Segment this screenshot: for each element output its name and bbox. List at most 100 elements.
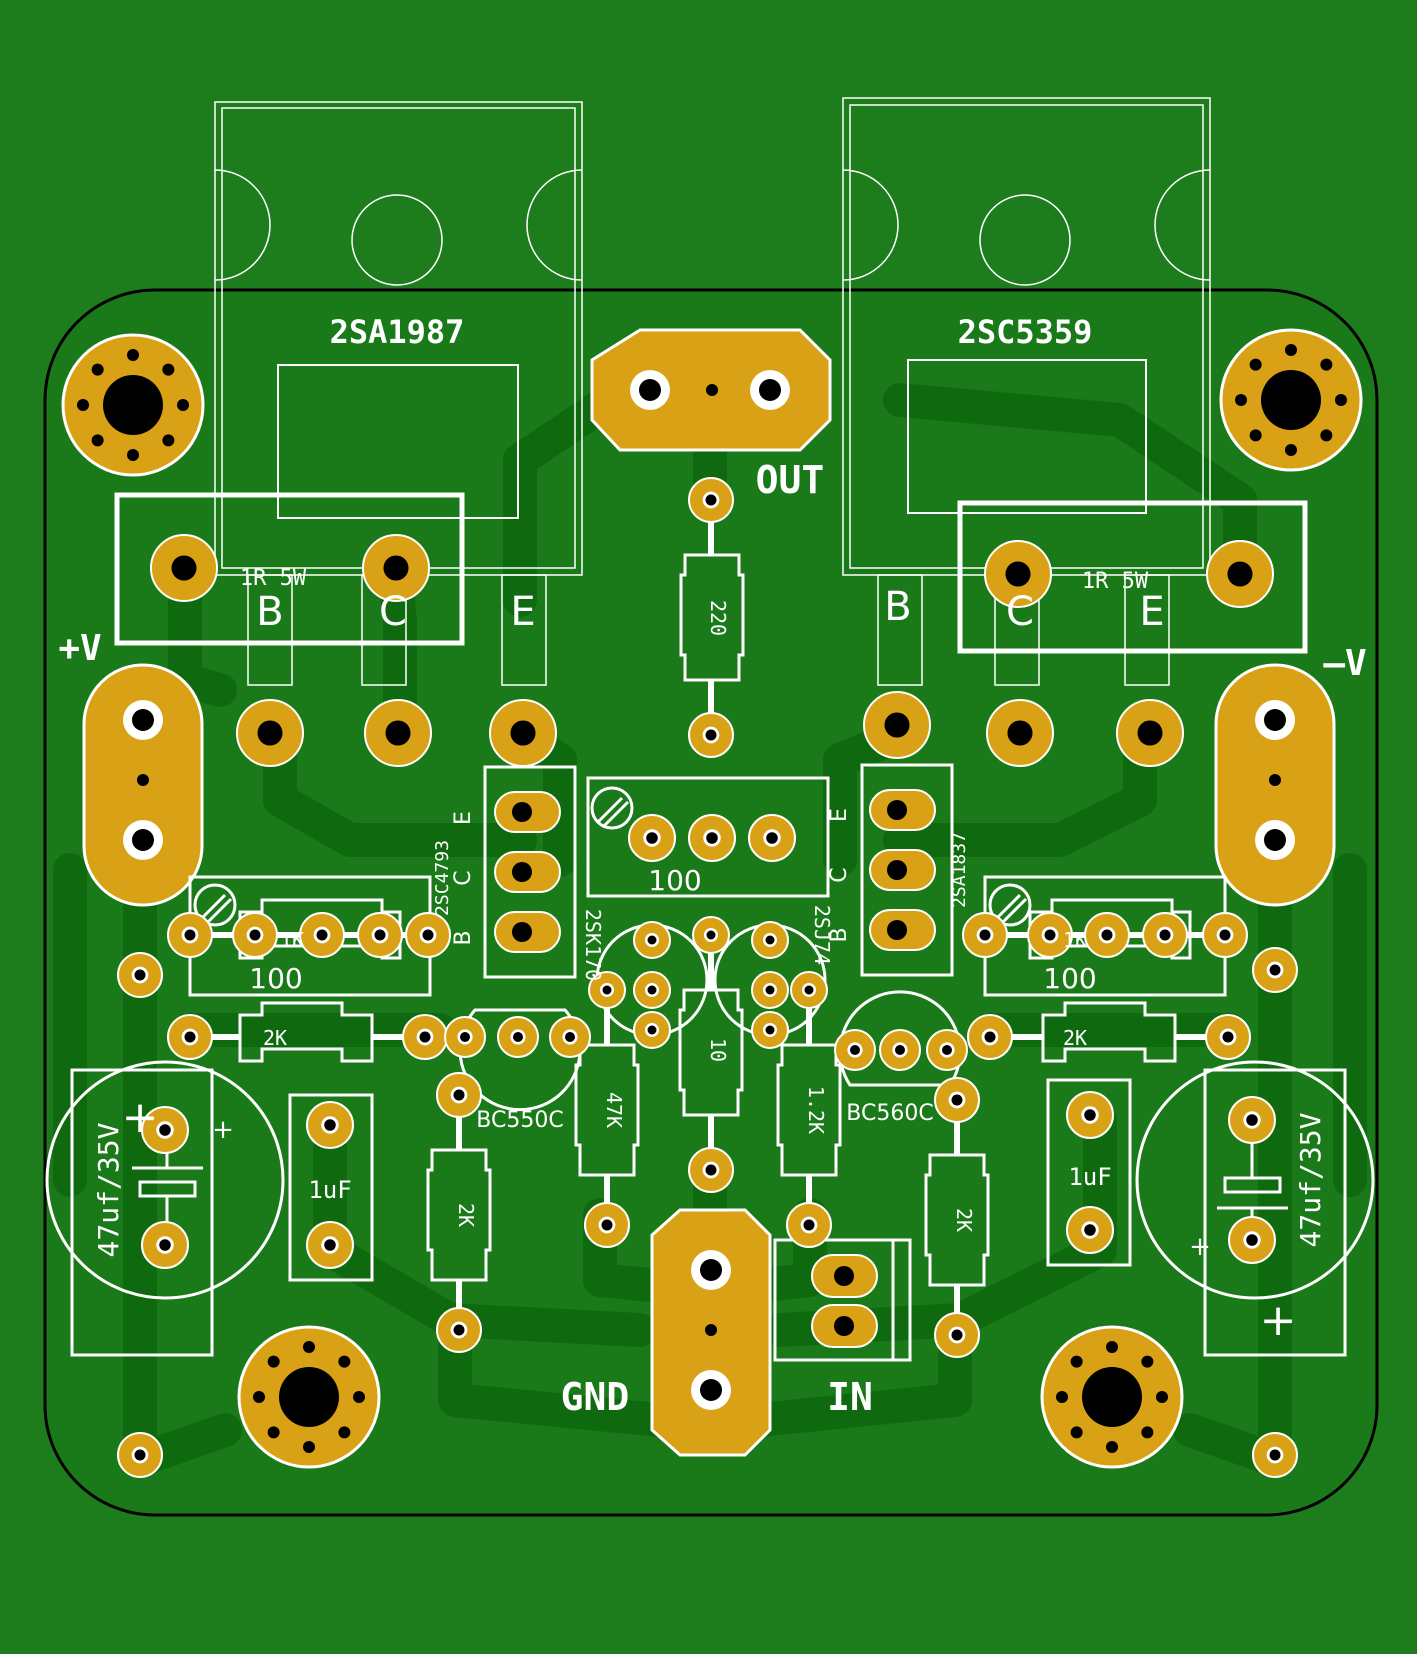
pad-drill [705, 729, 717, 741]
label-out: OUT [756, 458, 825, 502]
mounting-via [1106, 1341, 1118, 1353]
pad-drill [1246, 1234, 1258, 1246]
label-2sa1837: 2SA1837 [949, 832, 970, 908]
label-trimpot-left: 100 [249, 962, 302, 995]
pin-c-right: C [1006, 589, 1034, 635]
mounting-via [1141, 1426, 1154, 1439]
pad-drill [765, 1025, 775, 1035]
label-trimpot-center: 100 [648, 864, 701, 897]
pad-drill [316, 929, 328, 941]
mounting-holes [61, 328, 1363, 1469]
mounting-via [91, 363, 104, 376]
film-cap-right-outline [1046, 1078, 1132, 1267]
in-connector [773, 1238, 912, 1362]
pad-drill [134, 1449, 146, 1461]
label-trimpot-right: 100 [1043, 962, 1096, 995]
elcap-right-plus-small: + [1189, 1232, 1211, 1262]
pad-drill [942, 1045, 952, 1055]
mounting-via [177, 399, 189, 411]
pad-drill [850, 1045, 860, 1055]
label-bc560c: BC560C [846, 1101, 933, 1126]
pad-drill [565, 1032, 575, 1042]
mounting-via [162, 434, 175, 447]
pad-drill [184, 929, 196, 941]
pads [117, 477, 1298, 1478]
pad-drill [1246, 1114, 1258, 1126]
trimpot-center [586, 776, 830, 898]
label-r10: 10 [706, 1038, 730, 1062]
pad-hole [171, 555, 197, 581]
pad-drill [419, 1031, 431, 1043]
label-r1k-right: 1K [1063, 928, 1087, 952]
pad-drill [803, 1219, 815, 1231]
mounting-via [162, 363, 175, 376]
pin-e-left: E [510, 589, 535, 635]
pad-drill [460, 1032, 470, 1042]
label-vpos: +V [58, 628, 101, 669]
driver-left-pin-c: C [451, 870, 476, 885]
pad-drill [1269, 964, 1281, 976]
driver-right-pin-e: E [827, 808, 852, 822]
mounting-via [1141, 1355, 1154, 1368]
mounting-via [338, 1426, 351, 1439]
mounting-via [1285, 444, 1297, 456]
pad-hole [1137, 720, 1163, 746]
label-r2k-vertical-left: 2K [454, 1203, 478, 1227]
mounting-via [1070, 1355, 1083, 1368]
pad-drill [706, 930, 716, 940]
mounting-via [353, 1391, 365, 1403]
pad-drill [1084, 1224, 1096, 1236]
label-r2k-right: 2K [1063, 1026, 1087, 1050]
pad-drill [184, 1031, 196, 1043]
pad-drill [374, 929, 386, 941]
elcap-left-plus-small: + [212, 1115, 234, 1145]
mounting-via [127, 349, 139, 361]
pad-drill [453, 1324, 465, 1336]
label-filmcap-right: 1uF [1068, 1163, 1111, 1191]
pad-drill [1219, 929, 1231, 941]
label-2sk170: 2SK170 [581, 909, 605, 981]
label-emitter-resistor-left: 1R 5W [240, 566, 307, 591]
mounting-via [1235, 394, 1247, 406]
pad-drill [1101, 929, 1113, 941]
label-r1-2k: 1.2K [804, 1086, 828, 1134]
pad-drill [1159, 929, 1171, 941]
mounting-via [91, 434, 104, 447]
driver-right-pads [869, 789, 936, 951]
label-2sc5359: 2SC5359 [958, 313, 1093, 351]
mounting-via [1106, 1441, 1118, 1453]
pad-drill [159, 1239, 171, 1251]
mounting-via [303, 1441, 315, 1453]
label-filmcap-left: 1uF [308, 1176, 351, 1204]
label-gnd: GND [561, 1375, 630, 1419]
label-r220: 220 [706, 600, 730, 636]
driver-left-outline [483, 765, 577, 979]
pad-drill [647, 1025, 657, 1035]
label-bc550c: BC550C [476, 1108, 563, 1133]
mounting-via [1249, 429, 1262, 442]
mounting-via [1335, 394, 1347, 406]
pad-drill [602, 985, 612, 995]
label-r2k-left: 2K [263, 1026, 287, 1050]
label-r1k-left: 1K [280, 928, 304, 952]
pad-drill [765, 935, 775, 945]
pin-b-left: B [256, 589, 283, 635]
pad-drill [706, 832, 718, 844]
label-r47k: 47K [602, 1092, 626, 1128]
pad-drill [1269, 1449, 1281, 1461]
pad-hole [1005, 561, 1031, 587]
pad-hole [1227, 561, 1253, 587]
electrolytic-left [45, 1060, 285, 1357]
power-resistor-left-box [114, 492, 465, 646]
gnd-connector [650, 1208, 772, 1457]
pad-drill [324, 1239, 336, 1251]
pad-drill [647, 985, 657, 995]
mounting-via [127, 449, 139, 461]
pad-drill [646, 832, 658, 844]
pad-drill [647, 935, 657, 945]
pad-drill [1044, 929, 1056, 941]
mounting-via [77, 399, 89, 411]
pad-drill [979, 929, 991, 941]
